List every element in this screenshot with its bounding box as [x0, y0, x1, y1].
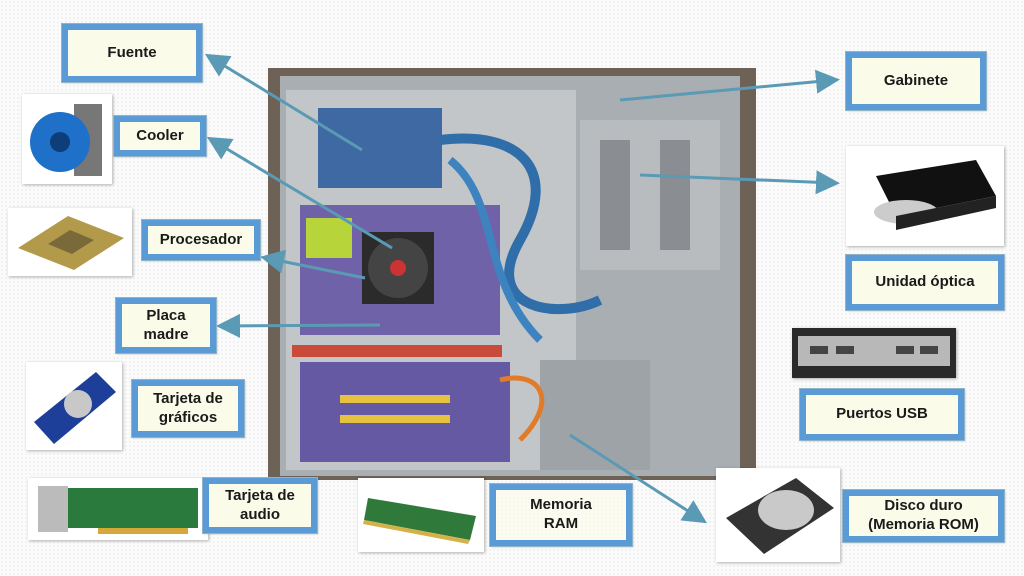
label-tarjeta-audio: Tarjeta de audio	[202, 477, 318, 534]
usb-ports-image	[792, 328, 956, 378]
arrow-gabinete	[619, 69, 840, 102]
arrow-procesador	[260, 249, 366, 280]
label-puertos-usb: Puertos USB	[799, 388, 965, 441]
optical-drive-image	[846, 146, 1004, 246]
arrow-unidad-optica	[639, 170, 840, 195]
label-fuente: Fuente	[61, 23, 203, 83]
label-disco-duro: Disco duro (Memoria ROM)	[842, 489, 1005, 543]
label-tarjeta-graficos: Tarjeta de gráficos	[131, 379, 245, 438]
arrow-cooler	[206, 136, 393, 250]
processor-image	[8, 208, 132, 276]
label-memoria-ram: Memoria RAM	[489, 483, 633, 547]
label-gabinete: Gabinete	[845, 51, 987, 111]
audio-card-image	[28, 478, 208, 540]
arrow-fuente	[204, 53, 363, 152]
label-cooler: Cooler	[113, 115, 207, 157]
label-placa-madre: Placa madre	[115, 297, 217, 354]
arrow-placa-madre	[216, 313, 381, 338]
label-unidad-optica: Unidad óptica	[845, 254, 1005, 311]
arrow-memoria	[569, 433, 708, 524]
label-procesador: Procesador	[141, 219, 261, 261]
cooler-image	[22, 94, 112, 184]
ram-image	[358, 478, 484, 552]
hard-disk-image	[716, 468, 840, 562]
graphics-card-image	[26, 362, 122, 450]
